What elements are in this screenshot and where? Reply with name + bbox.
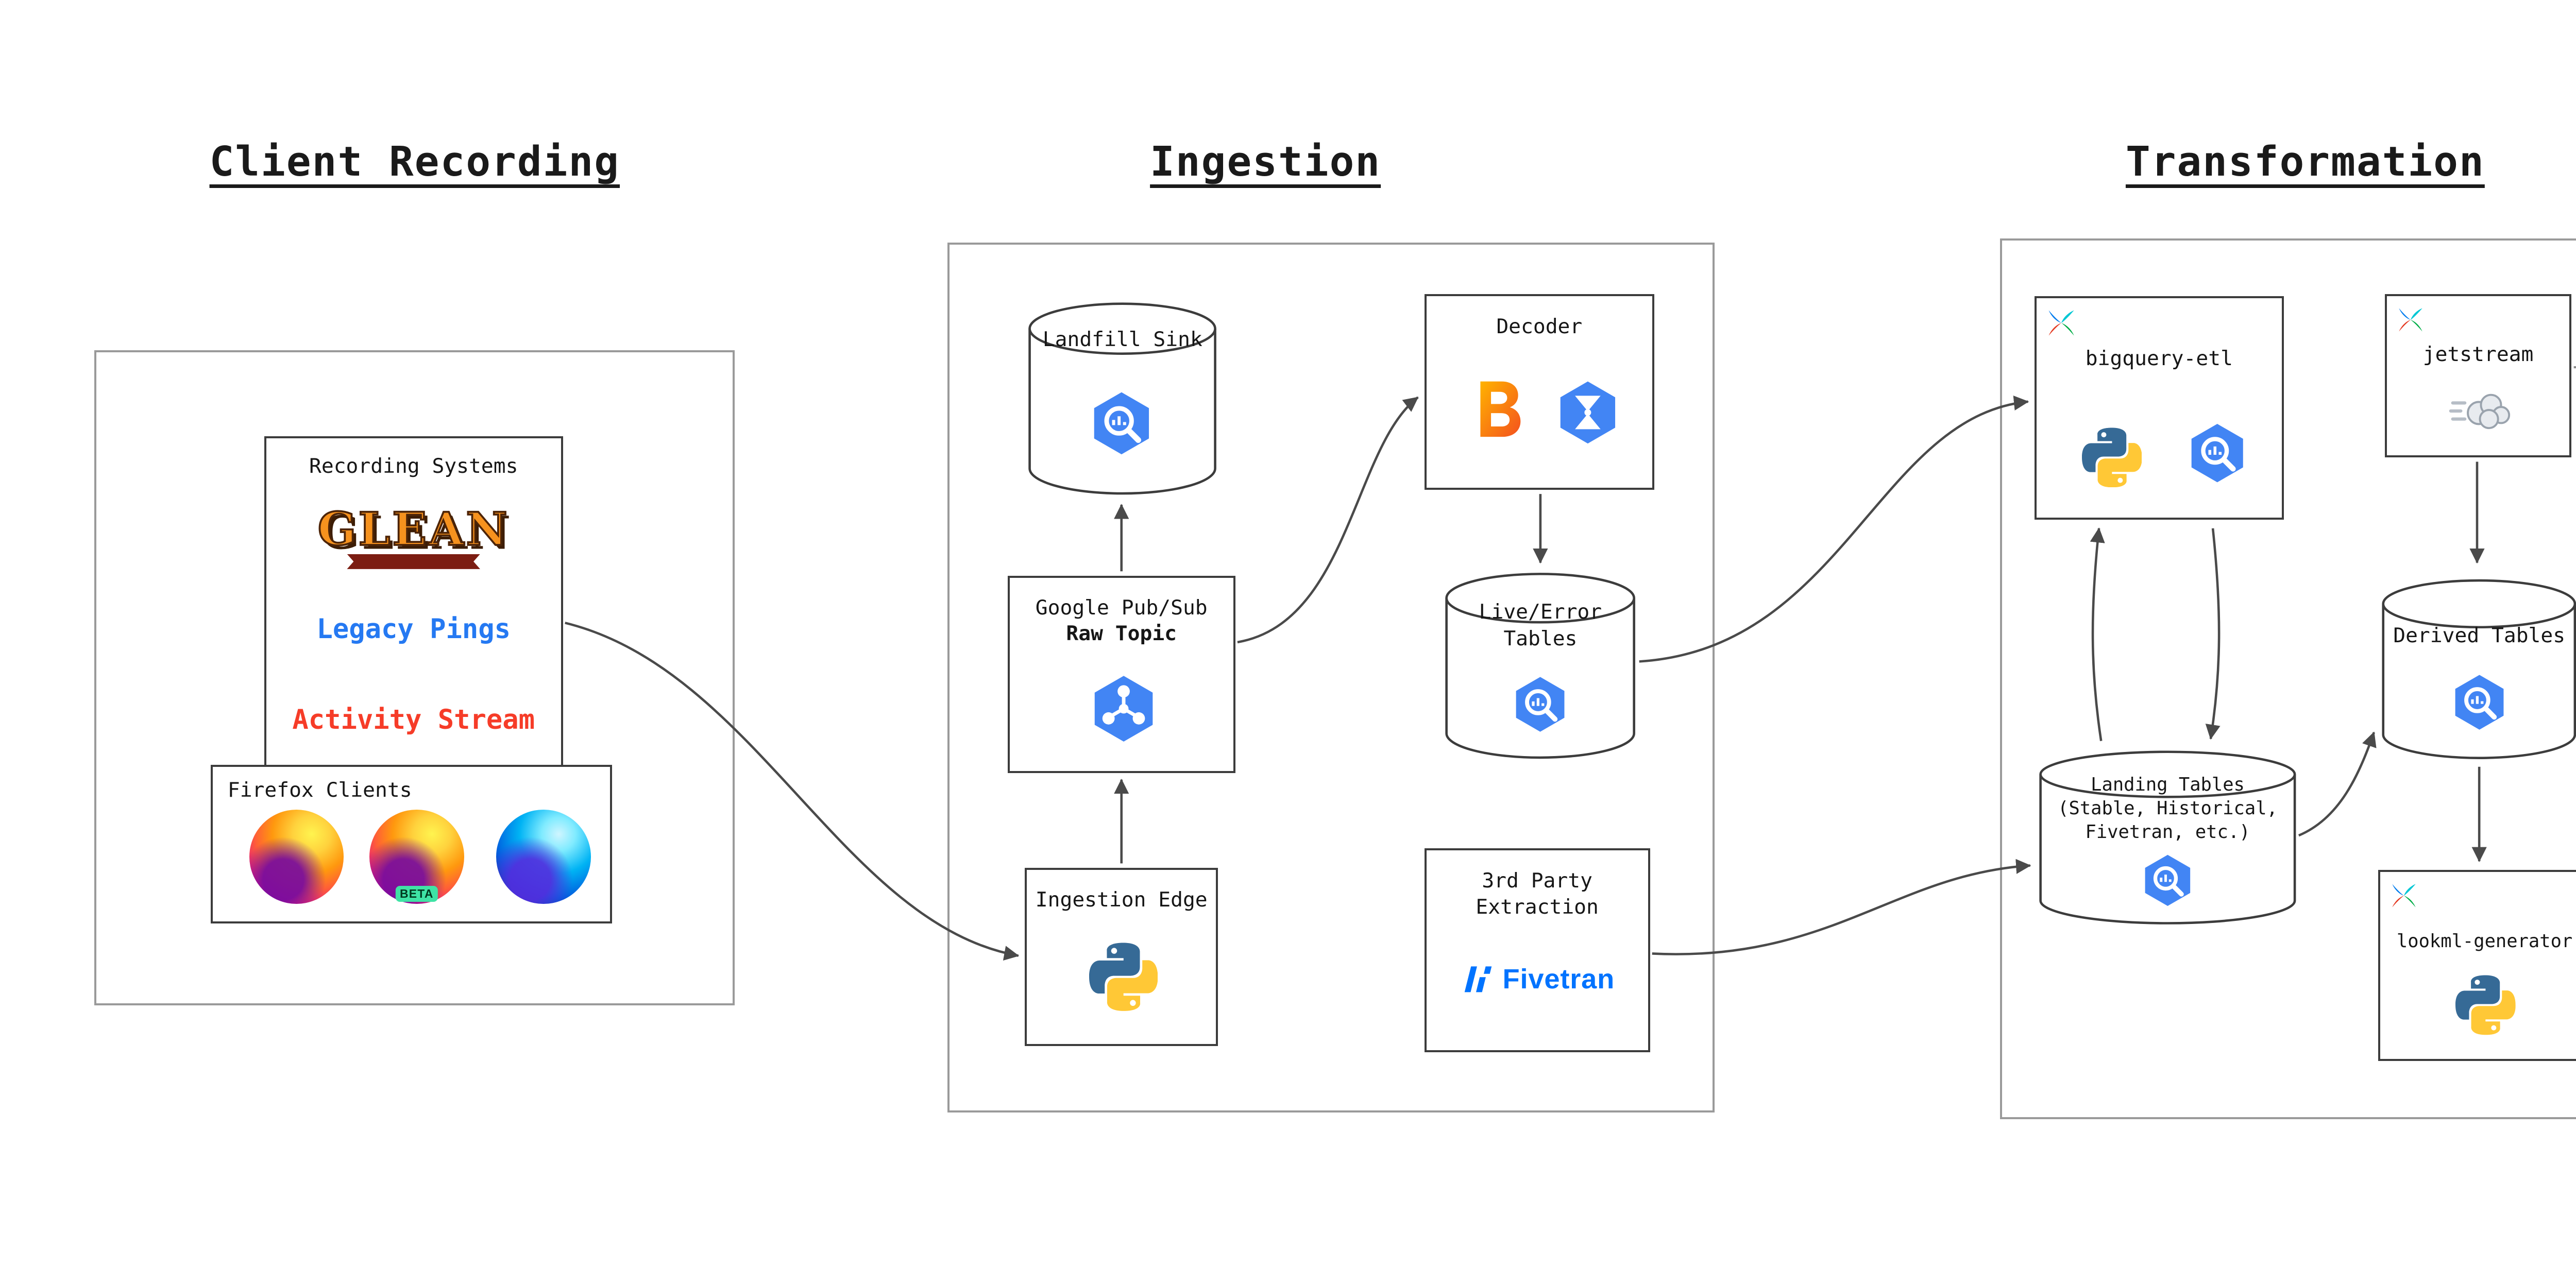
live-error-tables-cylinder: Live/Error Tables (1444, 569, 1637, 762)
recording-systems-box: Recording Systems GLEAN Legacy Pings Act… (264, 436, 563, 769)
python-icon (2455, 975, 2516, 1035)
airflow-icon (2047, 309, 2075, 337)
section-title-transformation: Transformation (2125, 137, 2485, 185)
raw-topic-label: Raw Topic (1066, 621, 1177, 645)
activity-stream-label: Activity Stream (292, 704, 535, 735)
section-title-ingestion: Ingestion (1150, 137, 1381, 185)
airflow-icon (2398, 307, 2424, 333)
fivetran-wordmark: Fivetran (1502, 964, 1615, 995)
beam-icon (1461, 376, 1534, 449)
dataflow-icon (1551, 376, 1624, 449)
decoder-box: Decoder (1424, 294, 1654, 490)
landing-tables-label: Landing Tables (Stable, Historical, Five… (2058, 774, 2278, 843)
landfill-sink-label: Landfill Sink (1042, 327, 1202, 351)
firefox-beta-badge: BETA (395, 885, 438, 902)
lookml-generator-label: lookml-generator (2396, 931, 2573, 952)
landfill-sink-cylinder: Landfill Sink (1027, 299, 1218, 499)
decoder-label: Decoder (1496, 314, 1583, 338)
section-title-client-recording: Client Recording (209, 137, 620, 185)
ingestion-edge-box: Ingestion Edge (1025, 867, 1218, 1046)
landing-tables-cylinder: Landing Tables (Stable, Historical, Five… (2037, 747, 2299, 928)
airflow-icon (2391, 883, 2417, 909)
bigquery-icon (1085, 387, 1158, 460)
python-icon (2082, 427, 2142, 488)
cylinder-shape (2037, 747, 2299, 928)
recording-systems-title: Recording Systems (309, 454, 518, 478)
pubsub-raw-topic-box: Google Pub/Sub Raw Topic (1007, 575, 1235, 774)
bigquery-etl-box: bigquery-etl (2034, 296, 2284, 520)
firefox-clients-title: Firefox Clients (227, 778, 412, 802)
derived-tables-cylinder: Derived Tables (2380, 576, 2576, 763)
bigquery-icon (2447, 670, 2512, 734)
firefox-nightly-icon (496, 809, 591, 904)
bigquery-icon (2138, 850, 2198, 911)
bigquery-etl-label: bigquery-etl (2085, 347, 2233, 371)
jetstream-box: jetstream (2384, 294, 2572, 458)
firefox-beta-icon: BETA (369, 809, 464, 904)
firefox-release-icon (249, 809, 344, 904)
derived-tables-label: Derived Tables (2393, 624, 2566, 648)
fivetran-icon (1460, 962, 1494, 997)
bigquery-icon (2183, 419, 2251, 487)
pubsub-label: Google Pub/Sub (1035, 595, 1208, 620)
bigquery-icon (1508, 672, 1572, 737)
glean-ribbon (347, 554, 480, 569)
lookml-generator-box: lookml-generator (2378, 869, 2576, 1061)
pubsub-icon (1085, 670, 1162, 747)
glean-wordmark: GLEAN (317, 502, 510, 556)
fivetran-logo: Fivetran (1427, 962, 1648, 997)
firefox-clients-box: Firefox Clients BETA (210, 764, 613, 924)
legacy-pings-label: Legacy Pings (316, 614, 511, 645)
live-error-tables-label: Live/Error Tables (1479, 600, 1602, 650)
ingestion-edge-label: Ingestion Edge (1035, 888, 1208, 912)
third-party-extraction-label: 3rd Party Extraction (1476, 868, 1599, 919)
jetstream-label: jetstream (2422, 342, 2534, 366)
glean-logo: GLEAN (266, 502, 561, 569)
python-icon (1089, 943, 1158, 1011)
wind-puff-icon (2447, 386, 2511, 436)
third-party-extraction-box: 3rd Party Extraction Fivetran (1424, 848, 1650, 1053)
